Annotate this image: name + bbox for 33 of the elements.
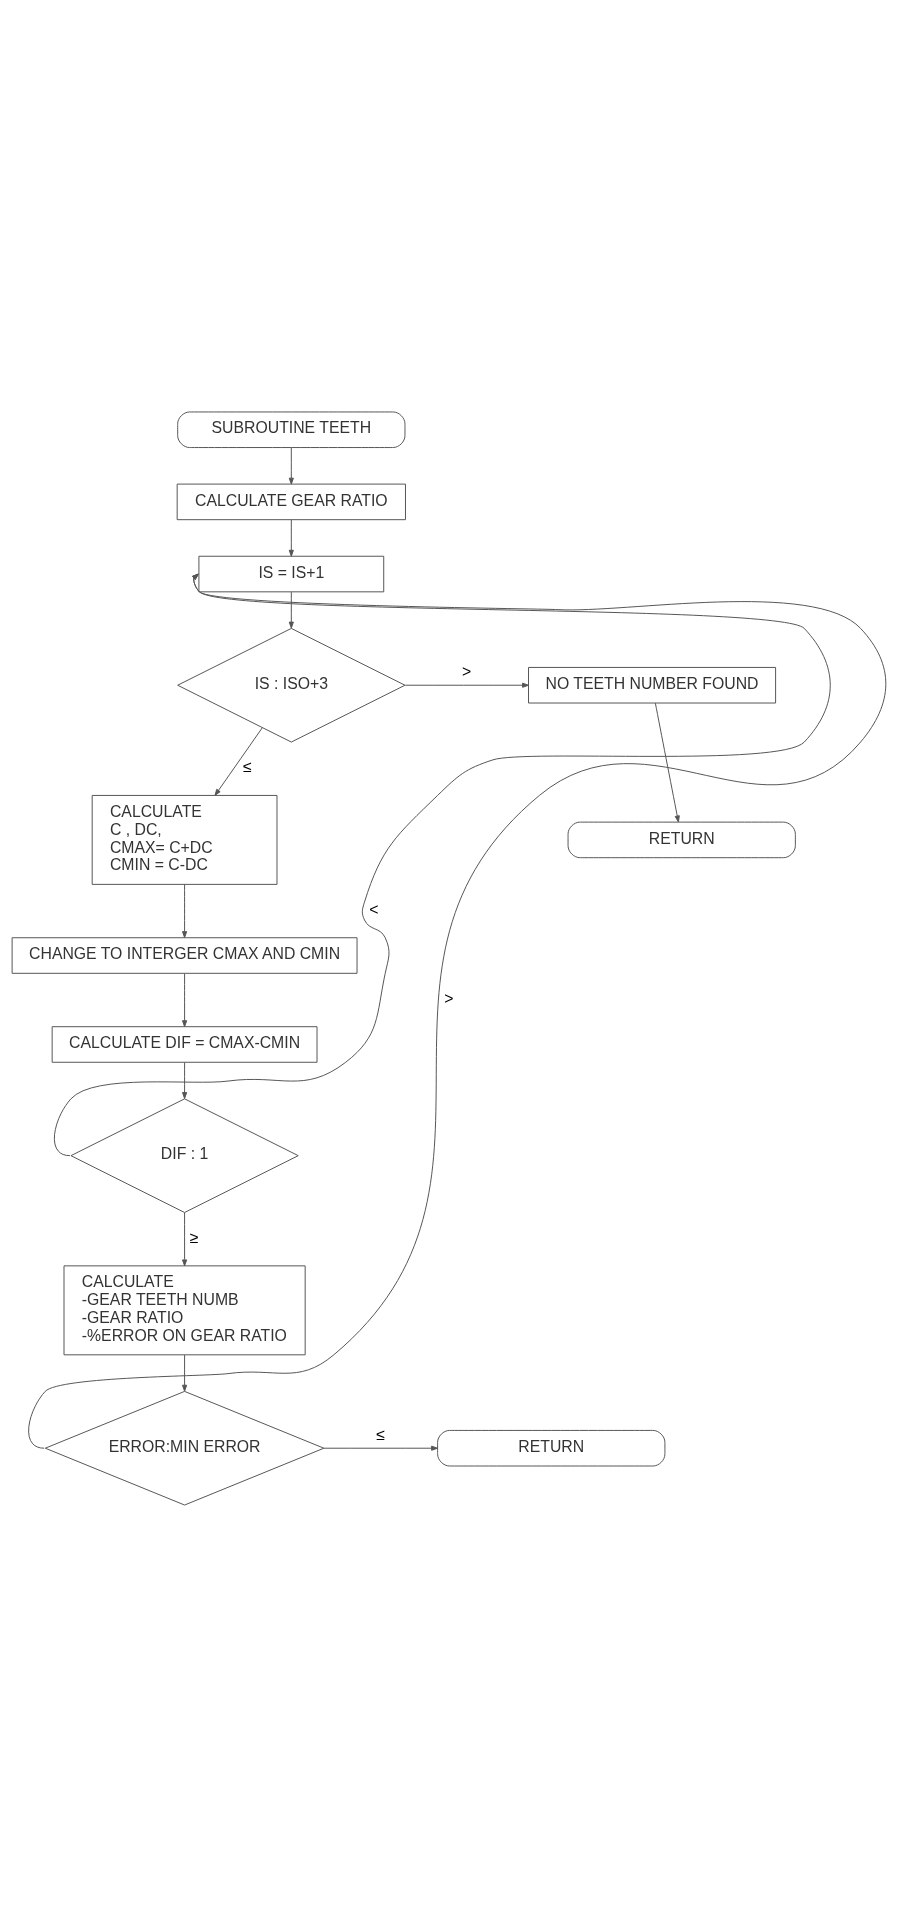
arrow <box>288 519 294 557</box>
arrow <box>323 1445 439 1451</box>
arrow <box>53 573 831 1157</box>
arrow <box>404 682 529 688</box>
node-box: NO TEETH NUMBER FOUND <box>528 666 777 704</box>
node-box: RETURN <box>567 821 796 859</box>
arrow <box>182 1212 188 1267</box>
node-box: CALCULATE DIF = CMAX-CMIN <box>51 1026 318 1063</box>
node-box: SUBROUTINE TEETH <box>177 411 406 449</box>
node-box: CALCULATE -GEAR TEETH NUMB -GEAR RATIO -%ERROR ON GEAR RATIO <box>63 1265 306 1356</box>
node-diamond: DIF : 1 <box>70 1098 299 1213</box>
arrow <box>288 591 294 629</box>
arrow <box>214 727 263 796</box>
edge-label: ≤ <box>376 1426 385 1444</box>
edge-label: ≤ <box>243 758 252 776</box>
arrow <box>288 447 294 485</box>
node-box: CHANGE TO INTERGER CMAX AND CMIN <box>11 937 358 974</box>
arrow <box>182 1062 188 1099</box>
node-diamond: IS : ISO+3 <box>177 627 406 743</box>
edge-label: > <box>462 663 472 681</box>
node-diamond: ERROR:MIN ERROR <box>44 1390 325 1506</box>
node-box: RETURN <box>437 1429 666 1467</box>
node-box: CALCULATE C , DC, CMAX= C+DC CMIN = C-DC <box>91 794 278 885</box>
arrow <box>182 1354 188 1392</box>
edge-label: > <box>444 989 454 1007</box>
arrow <box>182 973 188 1028</box>
edge-label: ≥ <box>189 1228 199 1246</box>
node-box: CALCULATE GEAR RATIO <box>176 483 406 521</box>
arrow <box>654 702 680 823</box>
edge-label: < <box>369 900 379 918</box>
arrow <box>182 884 188 939</box>
arrow <box>28 573 887 1449</box>
node-box: IS = IS+1 <box>198 555 385 593</box>
